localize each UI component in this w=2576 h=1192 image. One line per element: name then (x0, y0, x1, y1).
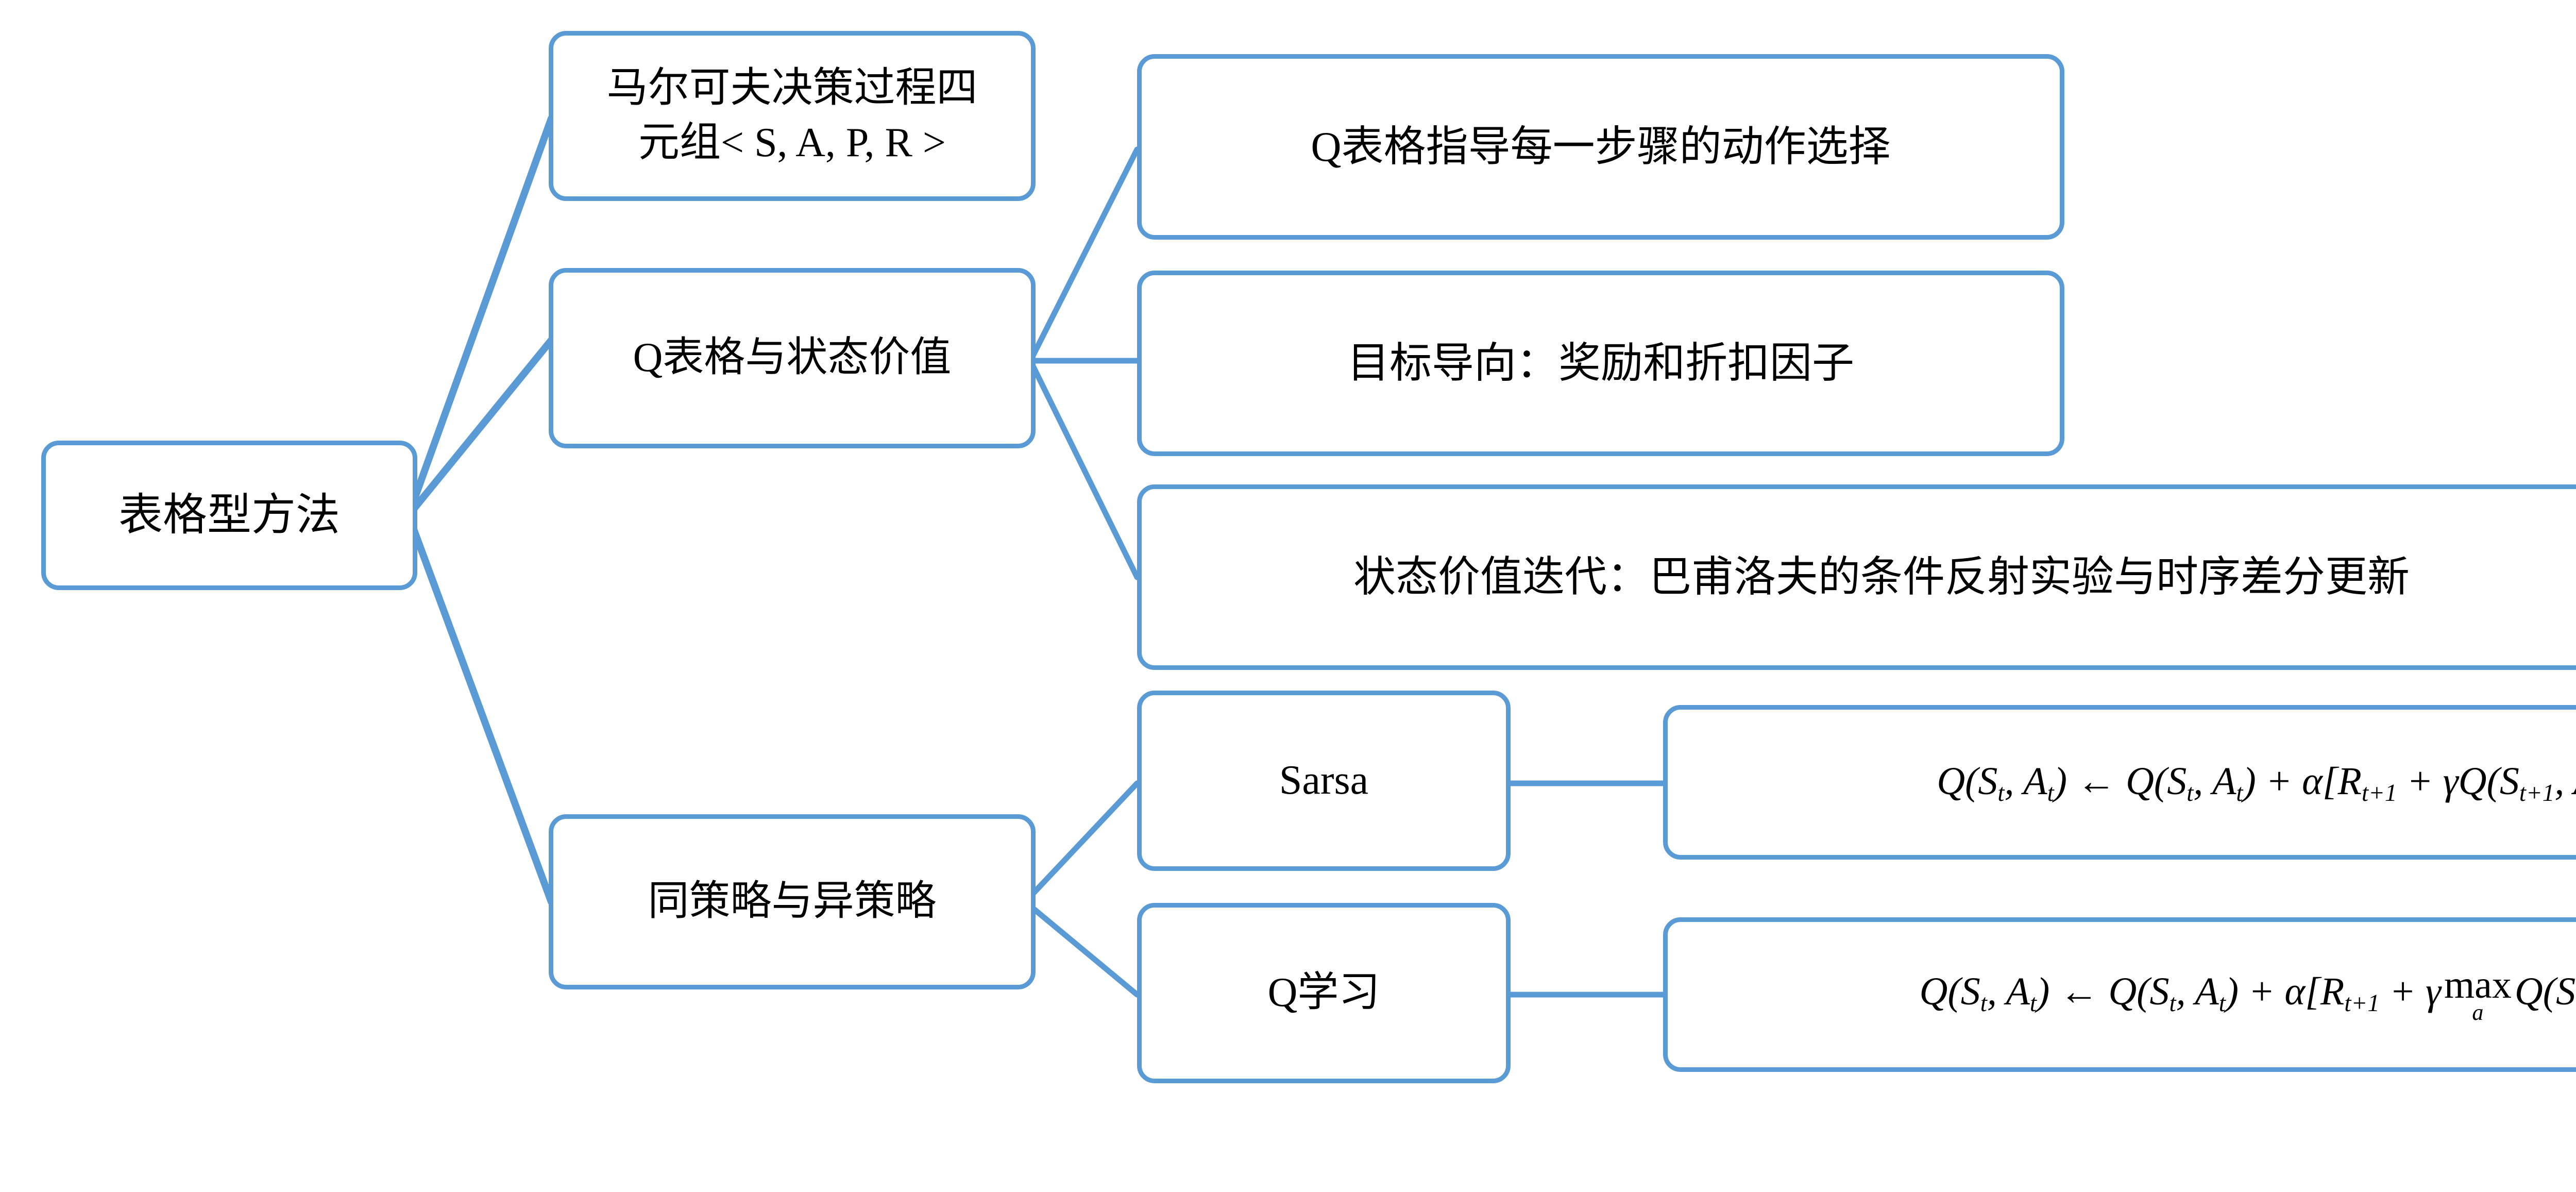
node-onoff-policy-label: 同策略与异策略 (648, 879, 937, 925)
node-qtable-label: Q表格与状态价值 (633, 335, 952, 381)
node-leaf-reward-discount-label: 目标导向：奖励和折扣因子 (1347, 339, 1854, 387)
node-sarsa-formula[interactable]: Q(St, At) ← Q(St, At) + α[Rt+1 + γQ(St+1… (1663, 705, 2576, 860)
connector-root-to-onoff (405, 512, 555, 905)
node-root[interactable]: 表格型方法 (41, 441, 417, 590)
node-leaf-action-selection[interactable]: Q表格指导每一步骤的动作选择 (1137, 54, 2064, 240)
node-qlearning[interactable]: Q学习 (1137, 903, 1511, 1083)
node-sarsa-formula-text: Q(St, At) ← Q(St, At) + α[Rt+1 + γQ(St+1… (1937, 759, 2576, 807)
node-mdp-label-line2: 元组< S, A, P, R > (638, 120, 946, 165)
connector-root-to-mdp (405, 115, 555, 519)
node-qtable[interactable]: Q表格与状态价值 (549, 268, 1036, 448)
connector-onoff-to-sarsa (1022, 780, 1140, 905)
connector-qtable-to-leaf3 (1027, 358, 1140, 580)
node-root-label: 表格型方法 (118, 490, 340, 540)
node-leaf-action-selection-label: Q表格指导每一步骤的动作选择 (1311, 123, 1891, 170)
node-leaf-value-iteration[interactable]: 状态价值迭代：巴甫洛夫的条件反射实验与时序差分更新 (1137, 484, 2576, 670)
node-mdp-label-line1: 马尔可夫决策过程四 (606, 65, 978, 111)
node-mdp-label: 马尔可夫决策过程四 元组< S, A, P, R > (567, 61, 1018, 170)
connector-qtable-to-leaf1 (1027, 146, 1140, 364)
connector-root-to-qtable (405, 337, 555, 519)
node-qlearning-label: Q学习 (1267, 970, 1380, 1016)
connector-onoff-to-qlearning (1022, 899, 1140, 998)
node-mdp[interactable]: 马尔可夫决策过程四 元组< S, A, P, R > (549, 31, 1036, 201)
node-sarsa[interactable]: Sarsa (1137, 691, 1511, 871)
node-leaf-reward-discount[interactable]: 目标导向：奖励和折扣因子 (1137, 271, 2064, 456)
node-onoff-policy[interactable]: 同策略与异策略 (549, 814, 1036, 989)
node-leaf-value-iteration-label: 状态价值迭代：巴甫洛夫的条件反射实验与时序差分更新 (1353, 553, 2410, 600)
node-sarsa-label: Sarsa (1279, 758, 1369, 803)
